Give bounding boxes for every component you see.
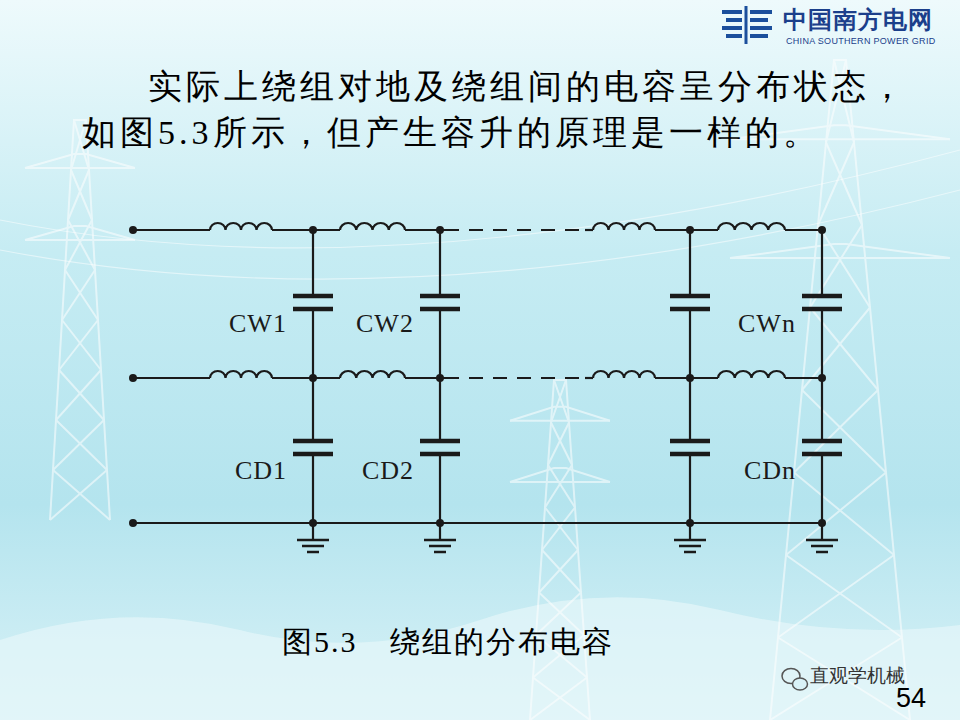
inductor-symbol xyxy=(210,223,272,230)
junction-dot xyxy=(436,374,444,382)
capacitor-label: CWn xyxy=(738,308,796,339)
ground-symbol xyxy=(674,523,706,552)
logo-icon xyxy=(722,6,772,44)
junction-dot xyxy=(309,519,317,527)
wire xyxy=(585,229,593,231)
inductor-symbol xyxy=(593,223,655,230)
figure-caption: 图5.3 绕组的分布电容 xyxy=(282,624,614,660)
winding-rail xyxy=(133,223,822,230)
capacitor-symbol xyxy=(293,230,333,378)
wire xyxy=(445,377,585,379)
junction-dot xyxy=(129,374,137,382)
watermark: 直观学机械 xyxy=(810,665,905,688)
junction-dot xyxy=(818,374,826,382)
page-number: 54 xyxy=(896,682,926,714)
junction-dot xyxy=(309,226,317,234)
capacitor-label: CW2 xyxy=(356,308,414,339)
junction-dot xyxy=(129,226,137,234)
wire xyxy=(445,229,585,231)
capacitor-label: CDn xyxy=(744,455,796,486)
wire xyxy=(785,229,822,231)
capacitor-label: CD1 xyxy=(235,455,287,486)
capacitor-label: CW1 xyxy=(229,308,287,339)
hills xyxy=(0,597,960,720)
wire xyxy=(785,377,822,379)
inductor-symbol xyxy=(340,223,405,230)
junction-dot xyxy=(818,519,826,527)
ground-symbol xyxy=(806,523,838,552)
junction-dot xyxy=(686,519,694,527)
inductor-symbol xyxy=(718,223,785,230)
ground-symbol xyxy=(424,523,456,552)
junction-dot xyxy=(436,226,444,234)
wire xyxy=(272,377,340,379)
pylon xyxy=(730,60,950,720)
inductor-symbol xyxy=(210,371,272,378)
junction-dot xyxy=(309,374,317,382)
capacitor-label: CD2 xyxy=(362,455,414,486)
junction-dot xyxy=(686,374,694,382)
junction-dot xyxy=(686,226,694,234)
capacitor-symbol xyxy=(420,230,460,378)
logo-subtitle: CHINA SOUTHERN POWER GRID xyxy=(786,36,936,47)
junction-dot xyxy=(818,226,826,234)
wire xyxy=(585,377,593,379)
inductor-symbol xyxy=(593,371,655,378)
pylon xyxy=(510,380,610,720)
inductor-symbol xyxy=(718,371,785,378)
capacitor-symbol xyxy=(293,378,333,523)
ground-rail xyxy=(133,522,822,524)
body-text: 实际上绕组对地及绕组间的电容呈分布状态，如图5.3所示，但产生容升的原理是一样的… xyxy=(82,64,942,156)
capacitor-symbol xyxy=(670,378,710,523)
capacitor-symbol xyxy=(802,230,842,378)
inductor-symbol xyxy=(340,371,405,378)
winding-rail xyxy=(133,371,822,378)
wire xyxy=(133,377,210,379)
capacitor-symbol xyxy=(670,230,710,378)
wechat-icon xyxy=(782,669,808,691)
ground-symbol xyxy=(297,523,329,552)
junction-dot xyxy=(436,519,444,527)
logo-title: 中国南方电网 xyxy=(783,6,933,35)
wire xyxy=(272,229,340,231)
power-line xyxy=(0,190,960,279)
junction-dot xyxy=(129,519,137,527)
wire xyxy=(133,229,210,231)
power-line xyxy=(0,150,960,248)
capacitor-symbol xyxy=(802,378,842,523)
capacitor-symbol xyxy=(420,378,460,523)
pylon xyxy=(25,120,135,520)
